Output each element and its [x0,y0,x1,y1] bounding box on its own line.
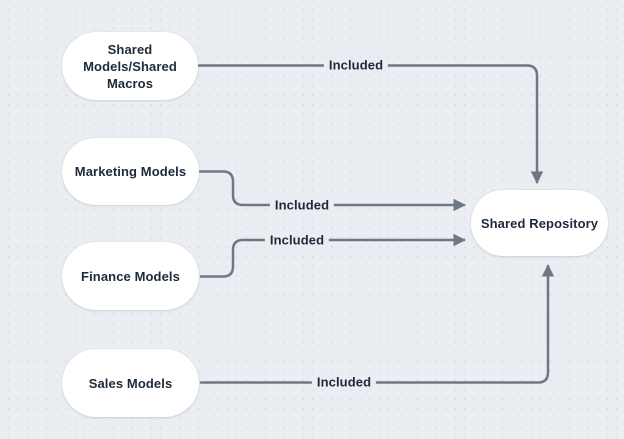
node-label: Marketing Models [74,164,187,179]
edge-shared-models-to-repository [197,64,544,184]
edge-label-included-marketing: Included [269,197,335,213]
node-label: Shared Repository [480,215,599,231]
node-marketing-models: Marketing Models [62,138,199,205]
node-shared-repository: Shared Repository [471,190,608,256]
edge-label-included-finance: Included [264,232,330,248]
node-label: Shared Models/Shared Macros [83,41,177,91]
node-label: Sales Models [88,375,173,391]
node-finance-models: Finance Models [62,242,199,310]
edge-label-included-sales: Included [311,374,377,390]
edge-marketing-to-repository [198,170,466,212]
node-sales-models: Sales Models [62,349,199,417]
edge-sales-to-repository [199,264,555,384]
edge-finance-to-repository [199,233,466,278]
node-label: Finance Models [81,268,180,284]
node-shared-models-shared-macros: Shared Models/Shared Macros [62,32,198,100]
edge-label-included-shared-models: Included [323,57,389,73]
